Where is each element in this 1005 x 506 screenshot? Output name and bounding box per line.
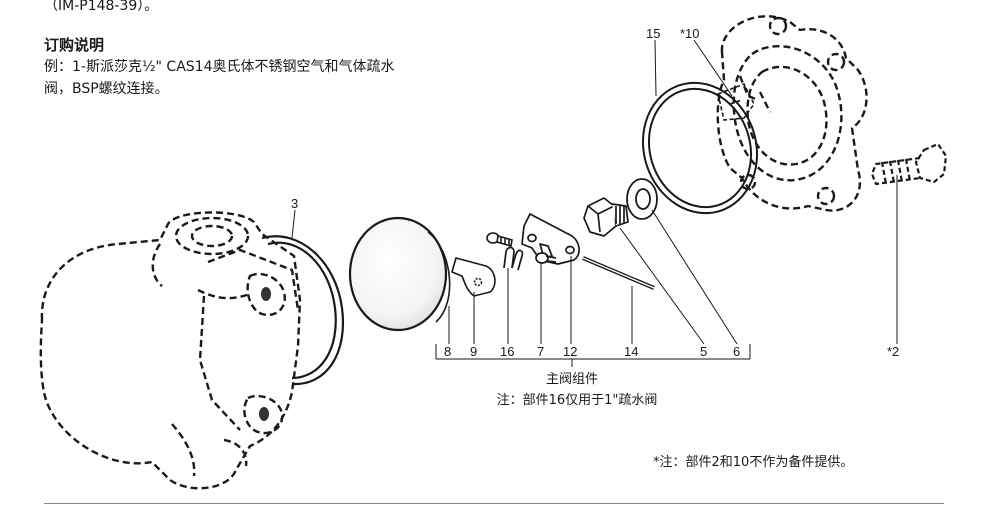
pivot-frame-7 bbox=[521, 213, 580, 265]
callout-2: *2 bbox=[887, 344, 899, 359]
ordering-example-line-1: 例：1-斯派莎克½" CAS14奥氏体不锈钢空气和气体疏水 bbox=[44, 59, 395, 75]
cover-internal-part-10 bbox=[717, 82, 755, 121]
leader-lines bbox=[291, 39, 898, 367]
trap-cover bbox=[716, 15, 868, 212]
spring-clip-16 bbox=[503, 246, 524, 271]
reference-text: （IM-P148-39）。 bbox=[44, 0, 159, 14]
pin-14 bbox=[582, 256, 655, 290]
callout-5: 5 bbox=[700, 344, 707, 359]
callout-14: 14 bbox=[624, 344, 638, 359]
bottom-divider bbox=[44, 503, 944, 504]
pivot-screw bbox=[486, 232, 513, 248]
callout-16: 16 bbox=[500, 344, 514, 359]
ordering-heading: 订购说明 bbox=[44, 36, 105, 54]
spare-parts-note: *注：部件2和10不作为备件提供。 bbox=[653, 454, 853, 470]
cover-gasket-15 bbox=[641, 81, 759, 215]
callout-15: 15 bbox=[646, 26, 660, 41]
callout-8: 8 bbox=[444, 344, 451, 359]
callout-10: *10 bbox=[680, 26, 700, 41]
trap-body-bolt-holes bbox=[259, 287, 271, 421]
main-valve-assembly-caption: 主阀组件 bbox=[546, 372, 598, 387]
callout-6: 6 bbox=[733, 344, 740, 359]
gasket-3 bbox=[261, 235, 345, 386]
seat-washer-6 bbox=[626, 178, 658, 220]
callout-3: 3 bbox=[291, 196, 298, 211]
cover-bolt-2 bbox=[870, 142, 948, 186]
callout-12: 12 bbox=[563, 344, 577, 359]
callout-9: 9 bbox=[470, 344, 477, 359]
trap-body bbox=[39, 211, 302, 490]
callout-labels: 15 *10 3 *2 8 9 16 7 12 14 5 6 bbox=[291, 26, 899, 359]
valve-seat-5 bbox=[583, 197, 629, 237]
float-lever-9 bbox=[451, 257, 496, 297]
callout-7: 7 bbox=[537, 344, 544, 359]
ordering-example-line-2: 阀，BSP螺纹连接。 bbox=[44, 81, 169, 97]
part-16-note: 注：部件16仅用于1"疏水阀 bbox=[497, 393, 658, 408]
float-8 bbox=[348, 216, 451, 332]
